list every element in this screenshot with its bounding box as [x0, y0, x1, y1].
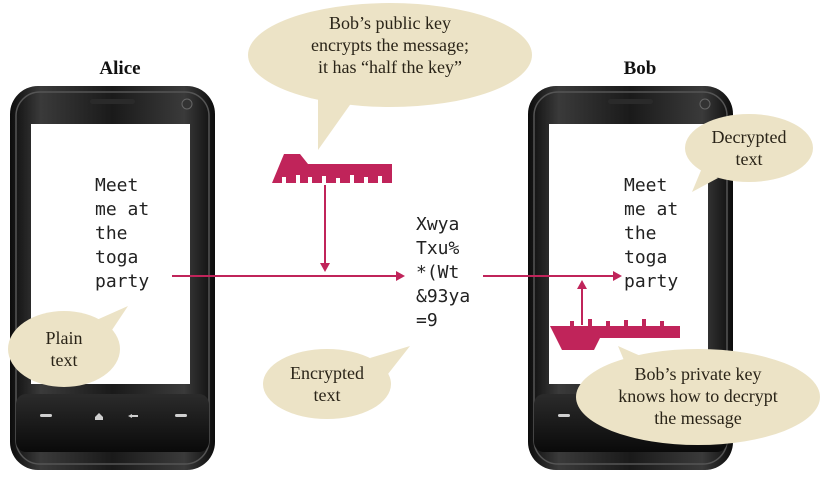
private-key-caption: Bob’s private key knows how to decrypt t…	[618, 364, 778, 428]
back-icon	[128, 414, 138, 418]
decrypted-text-caption: Decrypted text	[711, 127, 787, 169]
plain-text-caption: Plain text	[45, 328, 83, 370]
bubble-private-key	[576, 346, 820, 445]
alice-plaintext: Meet me at the toga party	[95, 175, 150, 292]
flow-arrows	[172, 185, 622, 325]
alice-label: Alice	[99, 58, 141, 79]
home-icon	[95, 413, 103, 420]
public-key-caption: Bob’s public key encrypts the message; i…	[311, 13, 469, 77]
bubble-public-key	[248, 3, 532, 150]
ciphertext: Xwya Txu% *(Wt &93ya =9	[416, 214, 471, 331]
private-key-icon	[550, 319, 680, 350]
bubble-encrypted-text	[263, 346, 410, 419]
bob-decrypted-message: Meet me at the toga party	[624, 175, 679, 292]
bubble-decrypted-text	[685, 114, 813, 192]
call-icon	[40, 414, 52, 417]
bubble-plain-text	[8, 306, 128, 387]
bob-label: Bob	[623, 58, 657, 79]
public-key-icon	[272, 154, 392, 183]
end-call-icon	[175, 414, 187, 417]
encrypted-text-caption: Encrypted text	[290, 363, 364, 405]
